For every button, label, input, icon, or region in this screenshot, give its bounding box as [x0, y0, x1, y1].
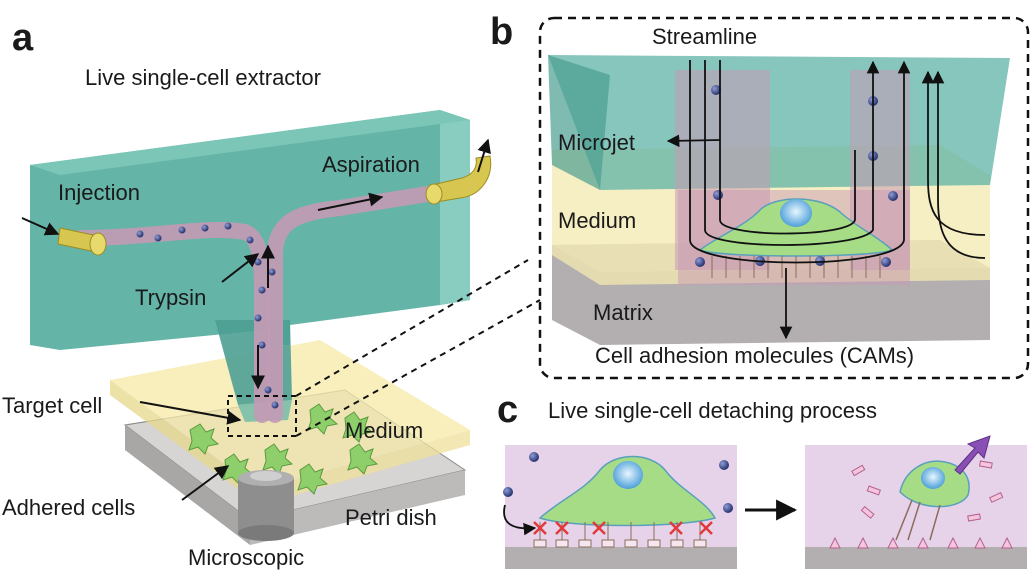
label-target-cell: Target cell [2, 393, 102, 418]
trypsin-beads [136, 222, 279, 409]
label-petri-dish: Petri dish [345, 505, 437, 530]
panel-b-letter: b [490, 11, 513, 53]
panel-a-title: Live single-cell extractor [85, 65, 321, 90]
panel-c-letter: c [497, 389, 518, 431]
channel [72, 184, 448, 423]
scene-after [805, 435, 1027, 569]
cams-b [711, 256, 881, 278]
panel-b-frame [538, 16, 1030, 380]
label-injection: Injection [58, 180, 140, 205]
label-cams: Cell adhesion molecules (CAMs) [595, 343, 914, 368]
label-medium-b: Medium [558, 208, 636, 233]
panel-c: c Live single-cell detaching process [497, 389, 1027, 569]
scene-before [503, 445, 737, 569]
label-medium-a: Medium [345, 418, 423, 443]
label-aspiration: Aspiration [322, 152, 420, 177]
microscope-objective [238, 470, 294, 541]
label-microjet: Microjet [558, 130, 635, 155]
adhered-cells [188, 403, 379, 495]
cell-b [698, 198, 894, 257]
panel-b: b [490, 11, 1030, 380]
streamlines [666, 60, 986, 340]
label-streamline: Streamline [652, 24, 757, 49]
panel-c-title: Live single-cell detaching process [548, 398, 877, 423]
label-microscopic: Microscopic [188, 545, 304, 570]
label-adhered-cells: Adhered cells [2, 495, 135, 520]
detach-arrow [954, 435, 991, 475]
label-matrix: Matrix [593, 300, 653, 325]
flow-arrows-a [21, 138, 491, 501]
panel-a: a Live single-cell extractor [2, 17, 541, 570]
panel-a-letter: a [12, 17, 34, 59]
outlet-tube [425, 155, 492, 205]
label-trypsin: Trypsin [135, 285, 206, 310]
cross-marks [533, 521, 713, 535]
zoom-lines [295, 259, 541, 437]
inlet-tube [57, 227, 107, 256]
